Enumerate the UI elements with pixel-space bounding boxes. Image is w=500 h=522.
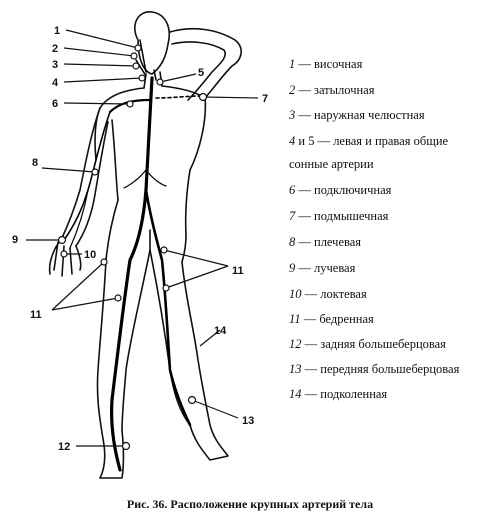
legend-item-12: 12 — задняя большеберцовая bbox=[289, 337, 446, 351]
legend-item-3: 3 — наружная челюстная bbox=[289, 108, 425, 122]
callout-13: 13 bbox=[242, 415, 254, 427]
callout-11-right: 11 bbox=[232, 265, 244, 277]
callout-9: 9 bbox=[12, 234, 18, 246]
callout-8: 8 bbox=[32, 157, 38, 169]
legend-item-8: 8 — плечевая bbox=[289, 235, 362, 249]
callout-10: 10 bbox=[84, 249, 96, 261]
callout-6: 6 bbox=[52, 98, 58, 110]
legend-item-9: 9 — лучевая bbox=[289, 261, 356, 275]
callout-5: 5 bbox=[198, 67, 204, 79]
legend-item-13: 13 — передняя большеберцовая bbox=[289, 362, 460, 376]
human-body-artery-illustration: 1 2 3 4 5 6 7 8 9 10 11 11 12 13 14 bbox=[12, 11, 268, 479]
callout-11-left: 11 bbox=[30, 309, 42, 321]
callout-7: 7 bbox=[262, 93, 268, 105]
callout-4: 4 bbox=[52, 77, 59, 89]
body-outline bbox=[48, 11, 242, 479]
legend-item-2: 2 — затылочная bbox=[289, 83, 375, 97]
legend-item-6: 6 — подключичная bbox=[289, 183, 392, 197]
legend-item-10: 10 — локтевая bbox=[289, 287, 367, 301]
legend-item-4: 4 и 5 — левая и правая общие bbox=[289, 134, 449, 148]
callout-3: 3 bbox=[52, 59, 58, 71]
legend-item-7: 7 — подмышечная bbox=[289, 209, 389, 223]
callout-14: 14 bbox=[214, 325, 227, 337]
artery-paths bbox=[63, 39, 201, 472]
callout-labels: 1 2 3 4 5 6 7 8 9 10 11 11 12 13 14 bbox=[12, 25, 268, 453]
legend-item-11: 11 — бедренная bbox=[289, 312, 374, 326]
callout-2: 2 bbox=[52, 43, 58, 55]
legend-item-4-cont: сонные артерии bbox=[289, 157, 374, 171]
artery-markers bbox=[57, 44, 208, 451]
figure-caption: Рис. 36. Расположение крупных артерий те… bbox=[126, 497, 374, 511]
callout-leaders bbox=[26, 29, 259, 447]
callout-12: 12 bbox=[58, 441, 70, 453]
legend-item-14: 14 — подколенная bbox=[289, 387, 388, 401]
callout-1: 1 bbox=[54, 25, 60, 37]
legend-item-1: 1 — височная bbox=[289, 57, 363, 71]
